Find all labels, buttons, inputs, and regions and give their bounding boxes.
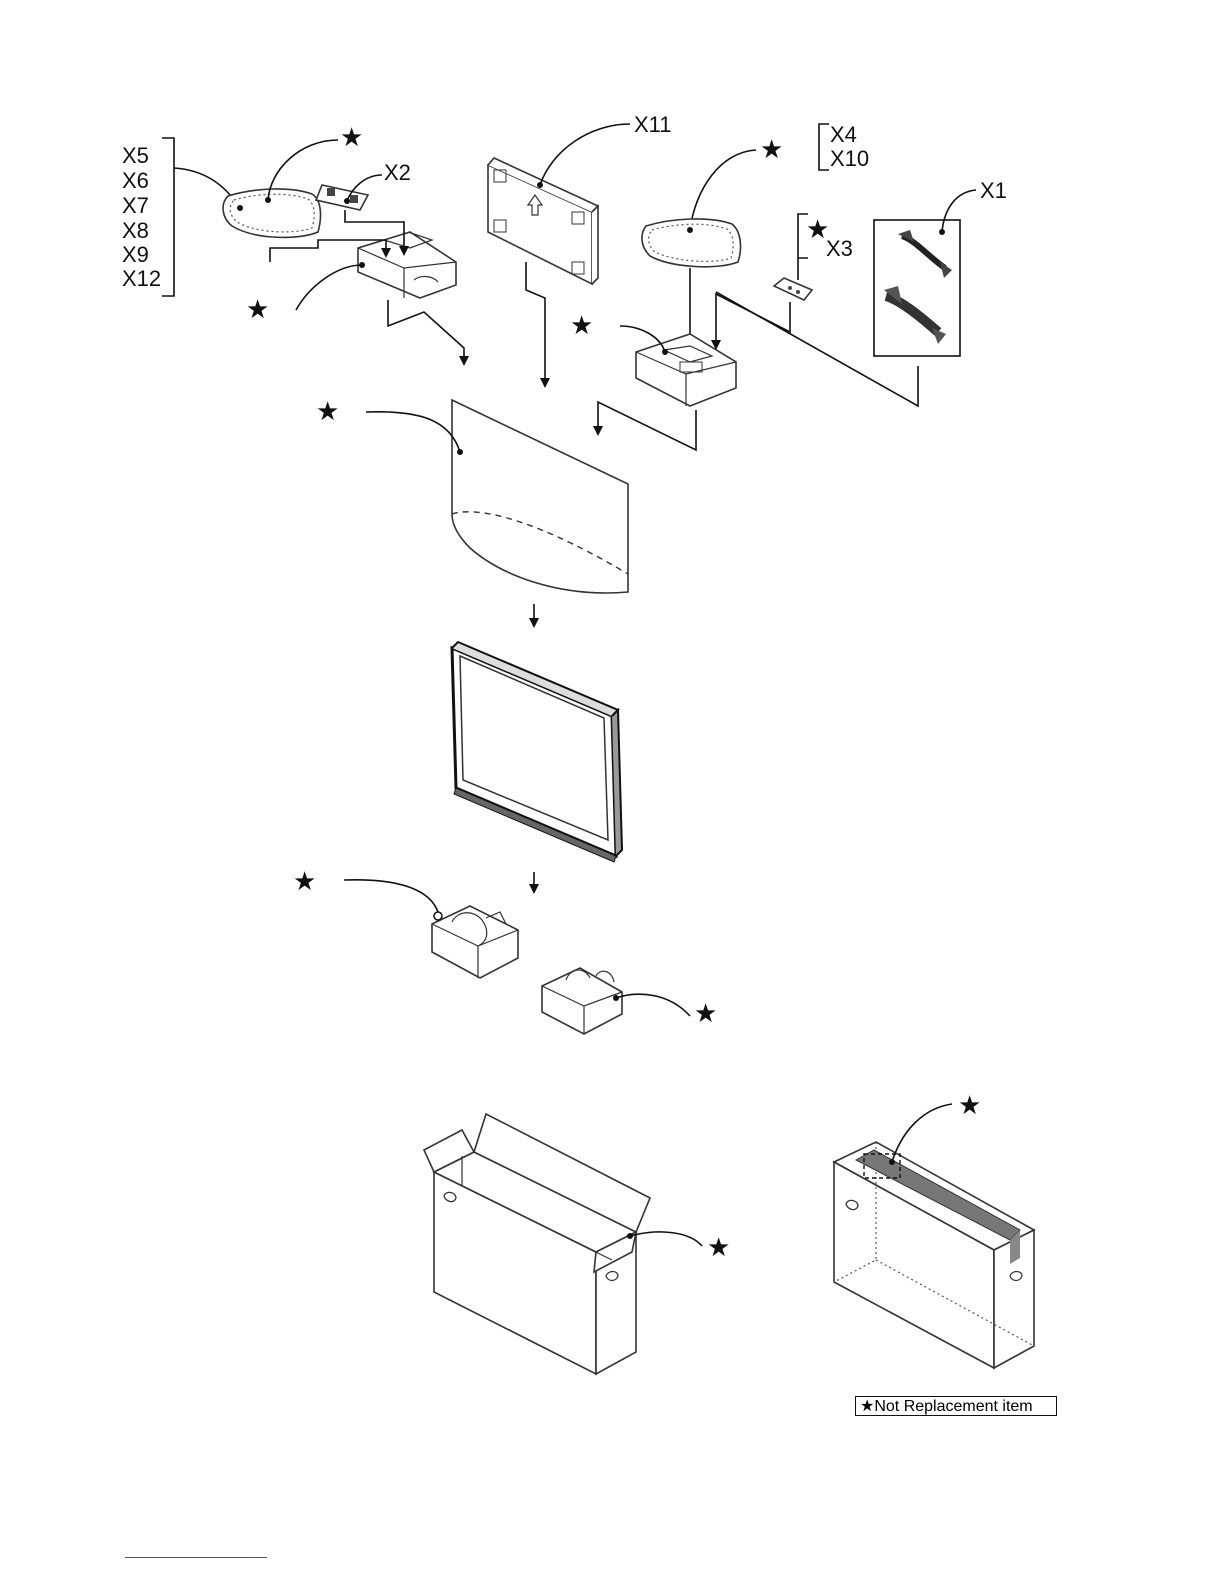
left-accessory-bag — [223, 189, 320, 237]
label-x9: X9 — [122, 242, 149, 267]
label-x3: X3 — [826, 236, 853, 261]
left-foam-arrow — [388, 300, 464, 358]
star-closed-carton: ★ — [958, 1090, 981, 1120]
legend-not-replacement: ★Not Replacement item — [855, 1396, 1057, 1416]
star-bag: ★ — [316, 396, 339, 426]
closed-carton — [834, 1142, 1034, 1368]
x11-arrow — [526, 262, 545, 380]
left-label-group: X5 X6 X7 X8 X9 X12 — [122, 138, 240, 296]
star-left-cushion: ★ — [293, 866, 316, 896]
left-corner-cushion — [432, 906, 518, 978]
label-x4: X4 — [830, 122, 857, 147]
plastic-bag — [452, 400, 628, 593]
right-accessory-bag — [642, 219, 741, 267]
label-x5: X5 — [122, 143, 149, 168]
label-x2: X2 — [384, 160, 411, 185]
right-group-bracket — [819, 124, 829, 170]
label-x6: X6 — [122, 168, 149, 193]
x3-arrow — [716, 294, 790, 342]
label-x1: X1 — [980, 178, 1007, 203]
plasma-tv — [452, 642, 622, 862]
star-right-cushion: ★ — [694, 998, 717, 1028]
star-open-carton: ★ — [707, 1232, 730, 1262]
label-x8: X8 — [122, 218, 149, 243]
left-foam-block — [358, 232, 456, 298]
legend-text: Not Replacement item — [874, 1398, 1032, 1415]
star-right-foam: ★ — [570, 310, 593, 340]
footer-rule — [125, 1557, 267, 1558]
open-carton — [424, 1114, 650, 1374]
star-left-bag: ★ — [340, 122, 363, 152]
x3-remote-control — [774, 278, 812, 300]
left-group-bracket — [162, 138, 174, 296]
x2-card — [316, 185, 368, 210]
right-corner-cushion — [542, 968, 622, 1034]
x1-cable-box — [874, 220, 960, 356]
label-x11: X11 — [634, 112, 672, 137]
label-x10: X10 — [830, 146, 869, 171]
star-right-bag: ★ — [760, 134, 783, 164]
star-left-foam: ★ — [246, 294, 269, 324]
right-foam-arrow — [598, 402, 696, 450]
star-icon: ★ — [860, 1398, 874, 1415]
label-x7: X7 — [122, 193, 149, 218]
label-x12: X12 — [122, 266, 161, 291]
right-foam-block — [636, 334, 736, 406]
